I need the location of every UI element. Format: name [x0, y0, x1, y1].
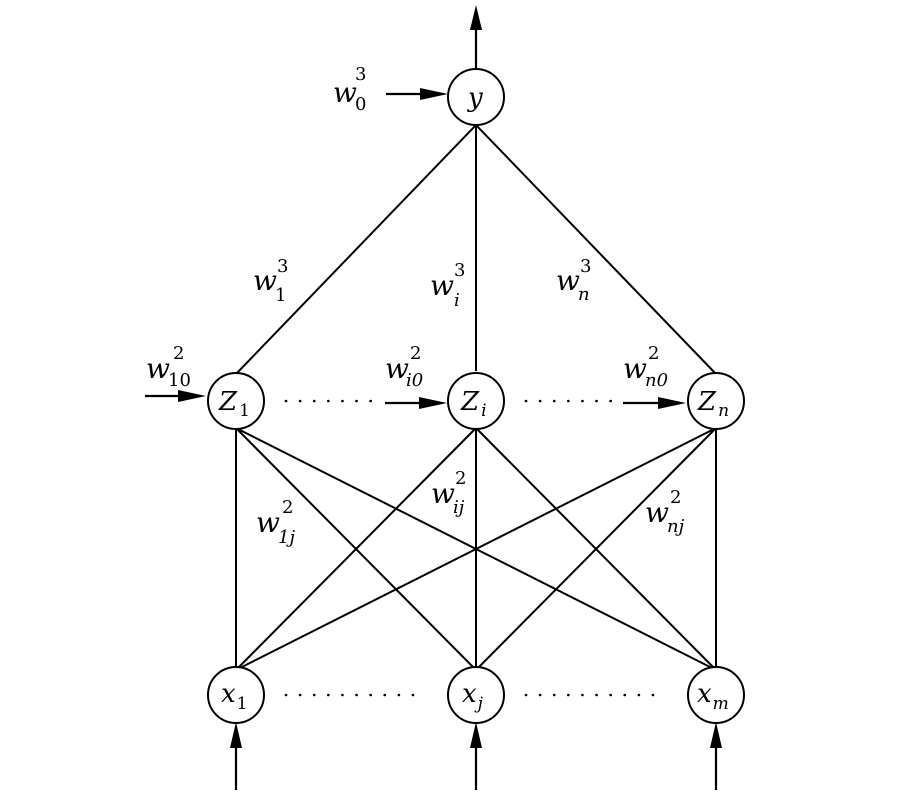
svg-text:ij: ij [453, 497, 465, 518]
bias-arrow-zi-icon [385, 397, 447, 409]
node-output-y: y [447, 68, 505, 126]
svg-text:w: w [146, 352, 170, 385]
weight-label-wij-2: w 2 ij [431, 468, 466, 518]
bias-arrow-z1-icon [145, 390, 206, 402]
svg-text:3: 3 [580, 256, 591, 277]
output-arrow-icon [470, 5, 482, 68]
svg-text:2: 2 [455, 468, 466, 489]
svg-text:n0: n0 [645, 370, 668, 391]
svg-text:w: w [556, 264, 580, 297]
svg-text:2: 2 [670, 487, 681, 508]
svg-text:w: w [256, 506, 280, 539]
svg-text:i: i [454, 290, 460, 311]
weight-label-w10-2: w 2 10 [146, 343, 191, 391]
input-arrow-x1-icon [230, 722, 242, 790]
svg-text:2: 2 [173, 343, 184, 364]
edge-y-zn [475, 124, 717, 375]
weight-label-wn0-2: w 2 n0 [623, 343, 668, 391]
svg-text:w: w [253, 264, 277, 297]
input-arrow-xj-icon [470, 722, 482, 790]
svg-text:n: n [578, 284, 590, 305]
weight-label-wnj-2: w 2 nj [645, 487, 685, 537]
svg-text:1: 1 [275, 285, 286, 306]
svg-text:2: 2 [648, 343, 659, 364]
svg-text:w: w [385, 352, 409, 385]
svg-text:x1: x1 [221, 679, 248, 714]
svg-text:w: w [431, 477, 455, 510]
edge-zn-x1 [235, 427, 717, 671]
svg-text:10: 10 [168, 370, 191, 391]
node-input-xm: xm [687, 666, 745, 724]
svg-text:1j: 1j [278, 527, 295, 548]
bias-arrow-output-icon [386, 88, 448, 100]
svg-text:w: w [333, 76, 357, 109]
svg-text:xm: xm [697, 679, 729, 714]
node-input-xj: xj [447, 666, 505, 724]
edge-zi-x1 [235, 427, 477, 671]
weight-label-wi-3: w 3 i [430, 260, 465, 311]
node-input-x1: x1 [207, 666, 265, 724]
svg-text:3: 3 [355, 64, 366, 85]
weight-label-w1j-2: w 2 1j [256, 497, 295, 548]
svg-text:w: w [430, 269, 454, 302]
bias-arrow-zn-icon [623, 397, 686, 409]
svg-text:i0: i0 [406, 370, 423, 391]
svg-text:2: 2 [410, 343, 421, 364]
weight-label-wi0-2: w 2 i0 [385, 343, 423, 391]
svg-text:2: 2 [282, 497, 293, 518]
edge-y-z1 [235, 124, 477, 375]
svg-text:3: 3 [454, 260, 465, 281]
edge-zn-xj [475, 427, 717, 671]
svg-text:0: 0 [355, 94, 366, 115]
svg-text:nj: nj [667, 516, 685, 537]
svg-text:Z1: Z1 [218, 387, 250, 421]
weight-label-w0-3: w 3 0 [333, 64, 366, 115]
svg-text:w: w [623, 352, 647, 385]
input-arrow-xm-icon [710, 722, 722, 790]
svg-text:Zi: Zi [460, 387, 487, 421]
svg-text:xj: xj [462, 679, 484, 714]
weight-label-w1-3: w 3 1 [253, 256, 288, 306]
svg-text:y: y [467, 83, 483, 113]
svg-text:w: w [645, 496, 669, 529]
weight-label-wn-3: w 3 n [556, 256, 591, 305]
svg-text:Zn: Zn [697, 387, 729, 421]
svg-text:3: 3 [277, 256, 288, 277]
